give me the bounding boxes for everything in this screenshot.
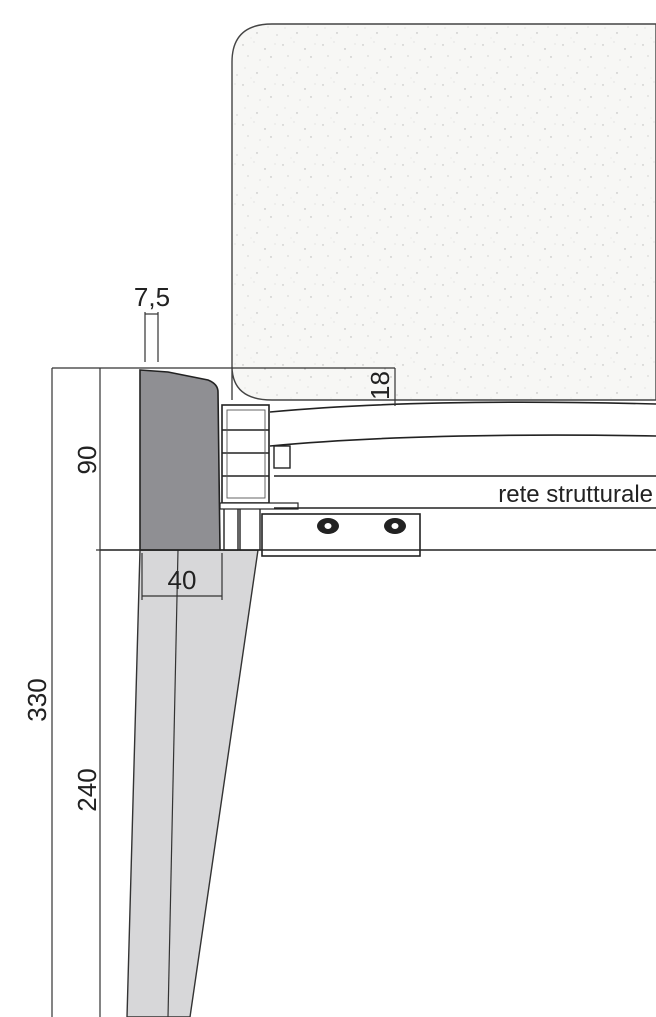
slat (269, 401, 656, 413)
dim-330: 330 (22, 678, 52, 721)
mattress (231, 23, 656, 401)
label-rete-strutturale: rete strutturale (498, 481, 653, 508)
bracket-block (221, 404, 270, 504)
dim-40: 40 (168, 565, 197, 595)
dim-7-5: 7,5 (134, 282, 170, 312)
leg-inner-line (167, 549, 179, 1017)
frame-side-rail (139, 369, 221, 551)
bracket-tab (273, 445, 291, 469)
dim-18: 18 (365, 371, 395, 400)
dim-90: 90 (72, 446, 102, 475)
dim-240: 240 (72, 768, 102, 811)
leg (126, 549, 259, 1017)
